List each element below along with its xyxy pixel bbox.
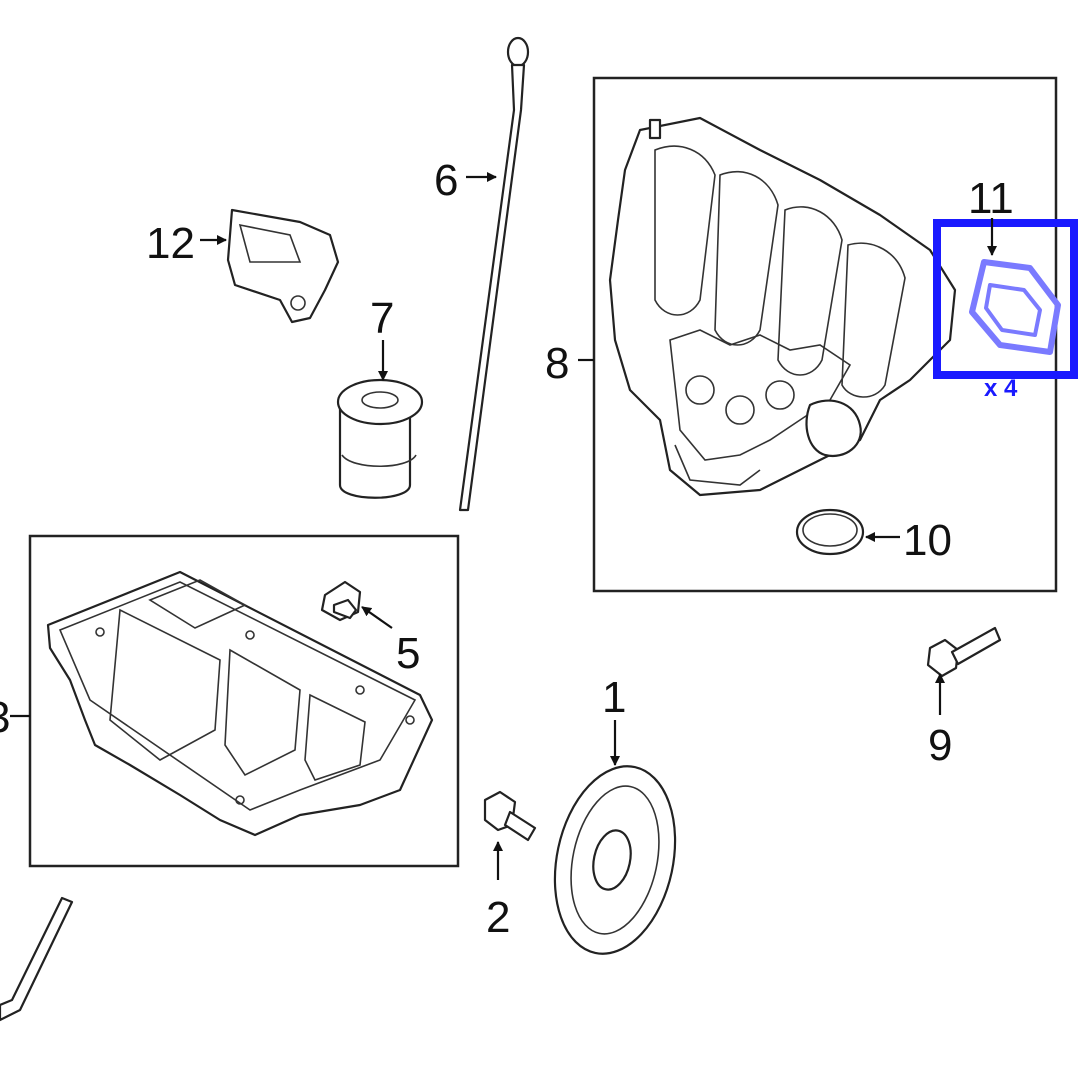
dipstick-part[interactable] <box>458 36 530 512</box>
callout-3: 3 <box>0 693 10 742</box>
callout-8: 8 <box>545 339 569 388</box>
highlight-box <box>933 219 1078 379</box>
leader-5 <box>361 606 393 629</box>
callout-1: 1 <box>602 673 626 722</box>
sensor-part[interactable] <box>226 208 340 324</box>
intake-gasket-part[interactable] <box>969 259 1061 355</box>
intake-manifold-part[interactable] <box>608 116 957 497</box>
oil-pan-part[interactable] <box>46 570 434 837</box>
crankshaft-pulley-part[interactable] <box>539 755 692 965</box>
bolt-part[interactable] <box>926 626 1002 678</box>
drain-plug-part[interactable] <box>320 580 362 622</box>
callout-9: 9 <box>928 721 952 770</box>
callout-11: 11 <box>968 174 1014 223</box>
callout-6: 6 <box>434 156 458 205</box>
tube-part <box>0 896 74 1022</box>
callout-5: 5 <box>396 629 420 678</box>
quantity-label: x 4 <box>984 375 1018 402</box>
callout-12: 12 <box>146 219 195 268</box>
oil-filter-part[interactable] <box>336 378 424 499</box>
callout-10: 10 <box>903 516 952 565</box>
callout-2: 2 <box>486 893 510 942</box>
pulley-bolt-part[interactable] <box>483 790 537 842</box>
throttle-body-seal-part[interactable] <box>795 508 865 556</box>
callout-7: 7 <box>370 294 394 343</box>
oil-pan-group-box <box>28 534 460 868</box>
